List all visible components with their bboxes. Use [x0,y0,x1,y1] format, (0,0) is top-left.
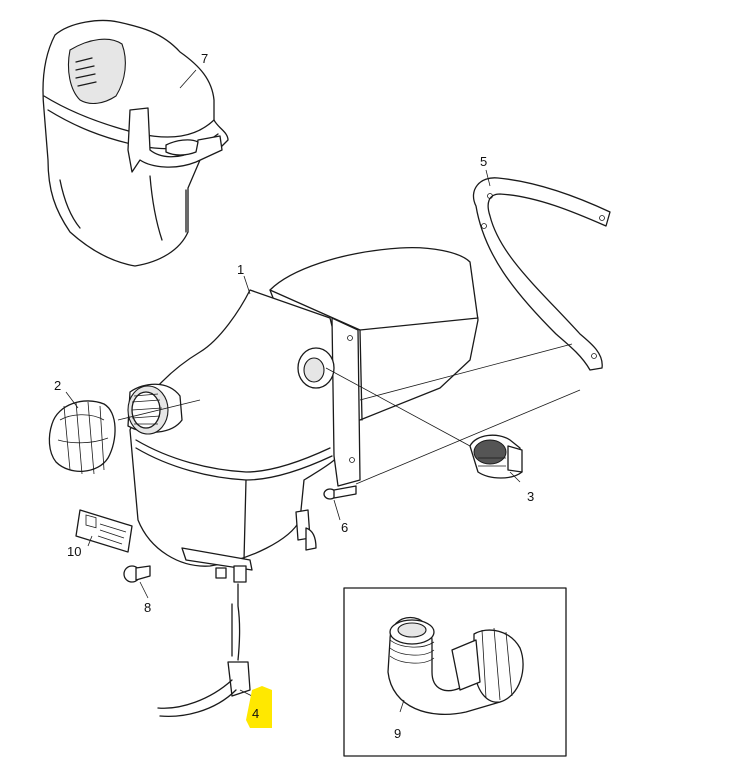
part-8-plug [123,565,151,583]
callout-3: 3 [527,489,534,504]
part-10-label [75,509,133,553]
callout-9: 9 [394,726,401,741]
part-6-bolt [323,485,357,500]
leader-lines [65,69,581,713]
part-7-cover [42,19,229,267]
part-1-tank [127,246,479,583]
callout-10: 10 [67,544,81,559]
part-5-strap [472,177,611,371]
part-3-plug [469,434,523,479]
callout-4-highlight [246,686,272,728]
callout-5: 5 [480,154,487,169]
callout-2: 2 [54,378,61,393]
callout-1: 1 [237,262,244,277]
callout-6: 6 [341,520,348,535]
callout-8: 8 [144,600,151,615]
inset-box [343,587,567,757]
part-9-elbow [387,617,524,716]
callout-4: 4 [252,706,259,721]
part-2-cap [48,400,116,475]
callout-7: 7 [201,51,208,66]
part-4-hose [157,583,251,718]
